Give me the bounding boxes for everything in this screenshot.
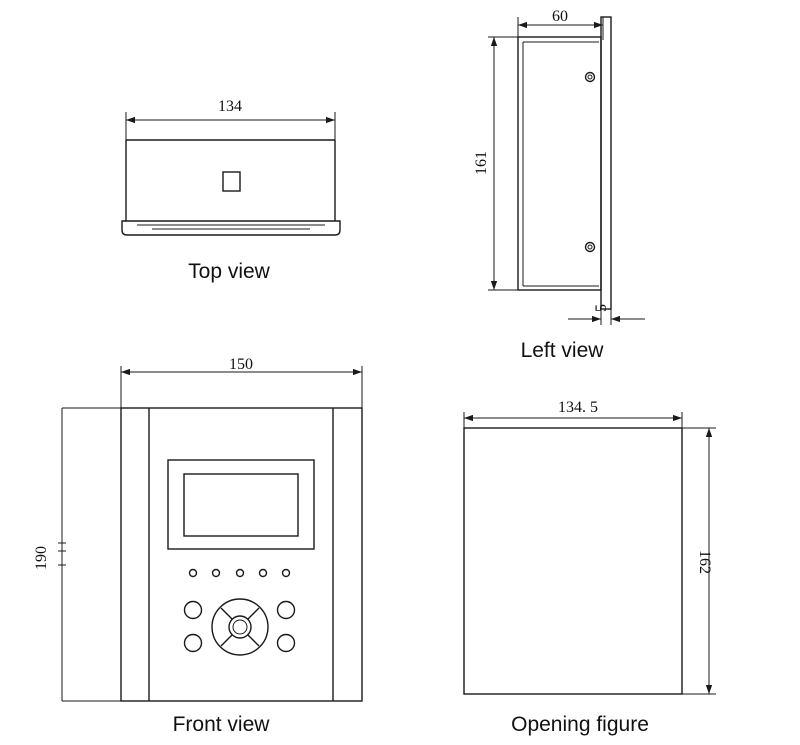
display-bezel — [167, 459, 315, 550]
top-flange — [121, 220, 341, 236]
led-icon — [281, 568, 291, 578]
opening-figure-caption: Opening figure — [511, 713, 649, 736]
left-depth-label: 60 — [552, 8, 568, 25]
top-view: 134 Top view — [121, 98, 341, 283]
left-body — [517, 16, 612, 310]
button-icon — [183, 633, 203, 653]
top-width-label: 134 — [218, 98, 242, 115]
front-height-dimension: 190 — [33, 407, 121, 702]
opening-width-label: 134. 5 — [558, 399, 598, 416]
opening-figure: 134. 5 162 Opening figure — [463, 399, 716, 736]
screw-top-icon — [584, 71, 596, 83]
opening-width-dimension: 134. 5 — [463, 399, 683, 428]
top-connector — [222, 171, 241, 192]
button-icon — [183, 600, 203, 620]
left-depth-dimension: 60 — [517, 8, 604, 40]
display-screen — [183, 473, 299, 537]
opening-cutout — [463, 427, 683, 695]
left-height-dimension: 161 — [473, 36, 520, 291]
front-height-label: 190 — [33, 546, 50, 570]
left-flange-label: 5 — [593, 304, 610, 312]
left-flange — [600, 16, 612, 310]
button-icon — [276, 600, 296, 620]
top-view-caption: Top view — [188, 260, 271, 283]
led-icon — [211, 568, 221, 578]
left-height-label: 161 — [473, 151, 490, 175]
front-view-caption: Front view — [173, 713, 271, 736]
indicator-leds — [188, 568, 291, 578]
navigation-pad-icon — [211, 598, 269, 656]
opening-height-label: 162 — [696, 550, 713, 574]
top-body — [121, 139, 341, 236]
led-icon — [235, 568, 245, 578]
left-view-caption: Left view — [521, 339, 605, 362]
led-icon — [258, 568, 268, 578]
led-icon — [188, 568, 198, 578]
front-width-label: 150 — [229, 356, 253, 373]
left-flange-dimension: 5 — [568, 295, 645, 325]
front-panel — [120, 407, 363, 702]
button-icon — [276, 633, 296, 653]
front-view: 150 190 — [33, 356, 363, 736]
left-view: 60 161 5 — [473, 8, 645, 362]
screw-bottom-icon — [584, 241, 596, 253]
top-width-dimension: 134 — [125, 98, 336, 140]
front-width-dimension: 150 — [120, 356, 363, 408]
opening-height-dimension: 162 — [682, 427, 716, 695]
